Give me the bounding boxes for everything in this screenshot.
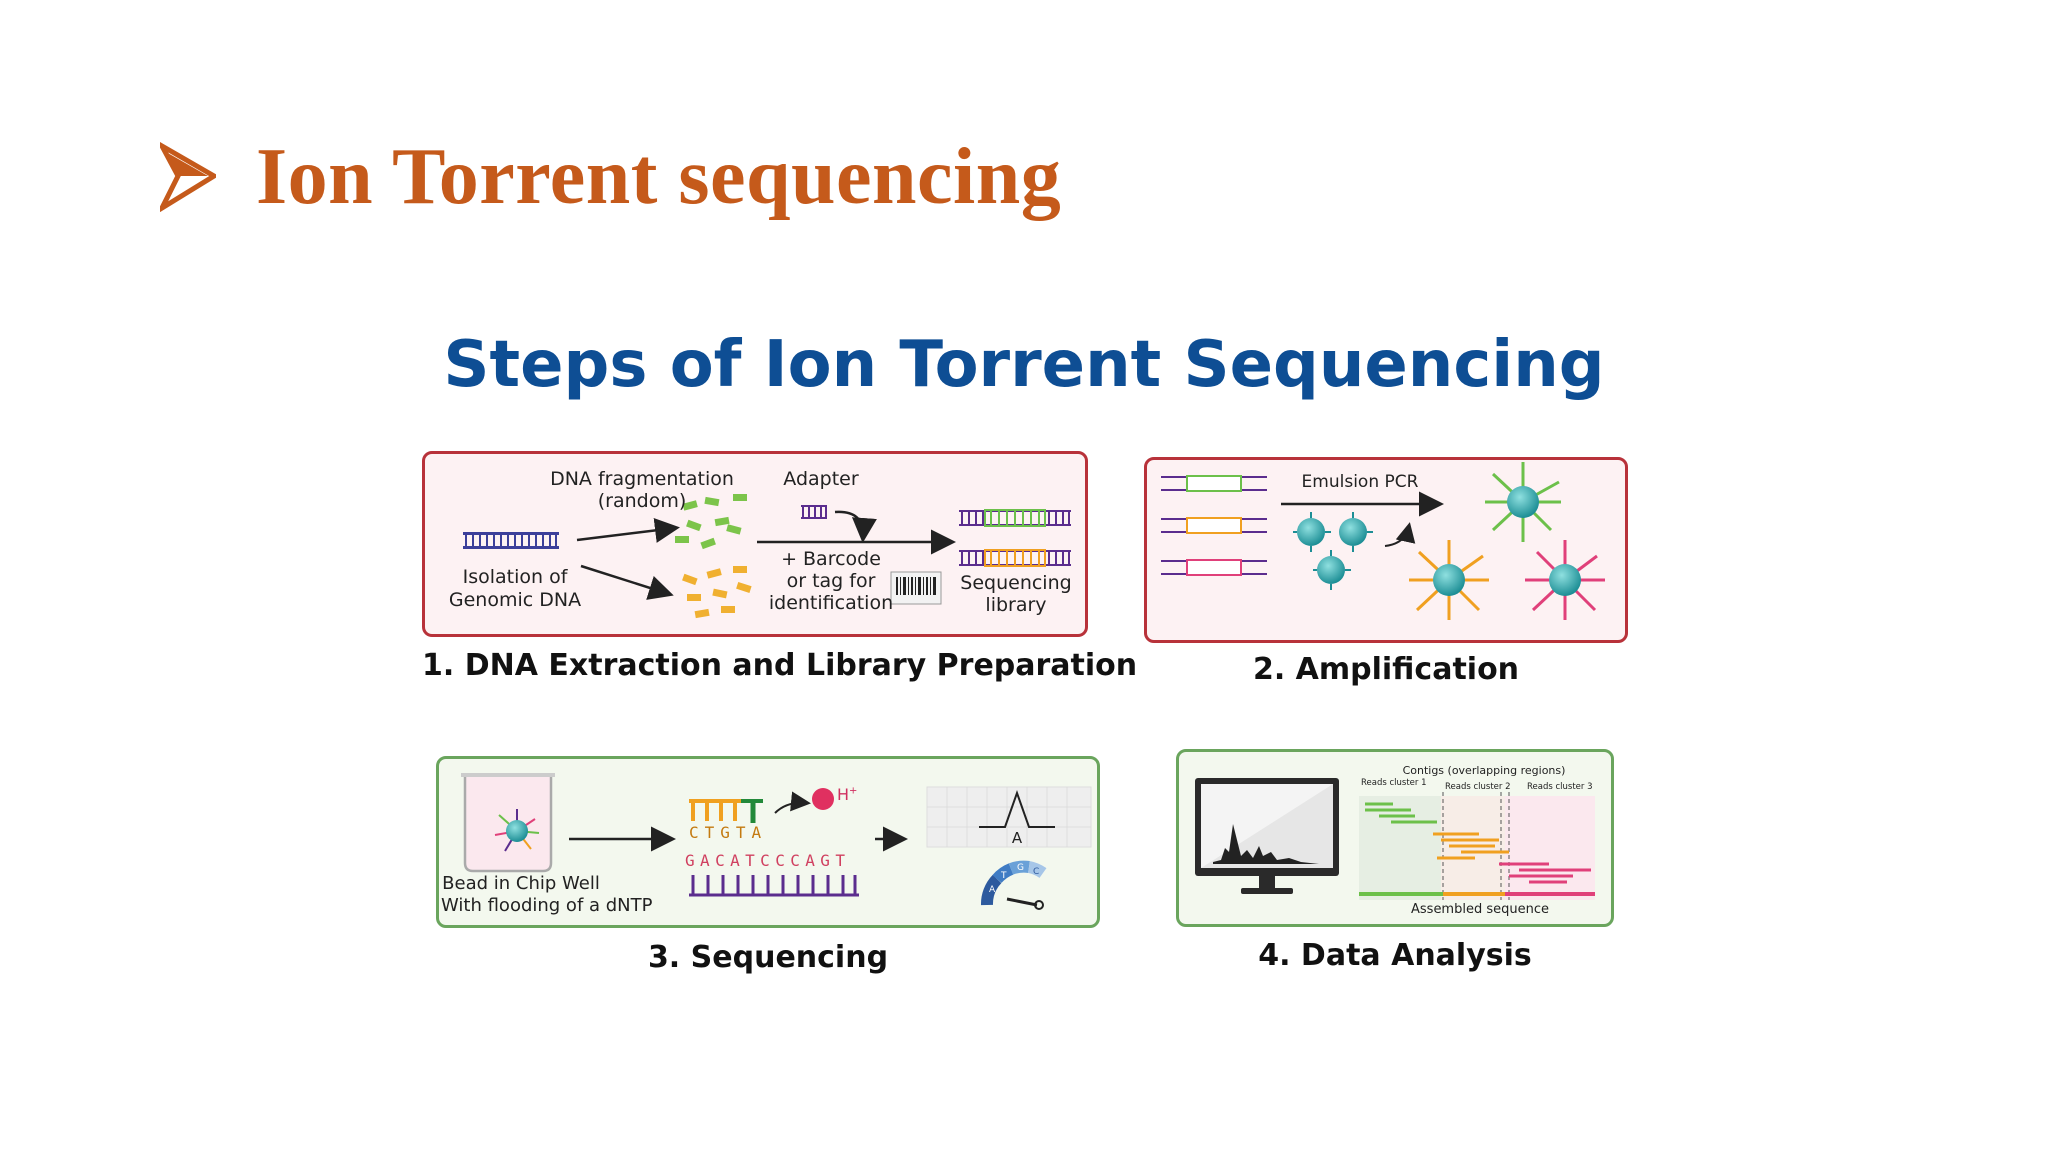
panel-data-analysis: Contigs (overlapping regions) Reads clus…	[1176, 749, 1614, 927]
sequencing-illustration	[461, 773, 1092, 910]
adapter-curve-arrow	[834, 510, 877, 543]
label-bead-line2: With flooding of a dNTP	[441, 895, 653, 916]
label-bead-line1: Bead in Chip Well	[442, 873, 600, 894]
library-strands	[1161, 475, 1267, 576]
bead-green	[1485, 462, 1561, 542]
signal-plot-icon	[926, 786, 1092, 848]
label-library-line1: Sequencing	[960, 572, 1072, 594]
label-emulsion-pcr: Emulsion PCR	[1301, 472, 1419, 492]
label-fragmentation-line2: (random)	[597, 490, 687, 512]
reads-cluster-2	[1433, 832, 1509, 860]
dna-fragments-green	[675, 494, 747, 550]
label-barcode-line1: + Barcode	[781, 548, 881, 570]
strand-sequence-top: CTGTA	[689, 823, 768, 842]
strand-sequence-bottom: GACATCCCAGT	[685, 851, 851, 870]
step-caption-1: 1. DNA Extraction and Library Preparatio…	[422, 648, 1138, 683]
label-barcode-line3: identification	[768, 592, 894, 614]
label-contigs: Contigs (overlapping regions)	[1402, 764, 1566, 777]
library-prep-illustration	[463, 494, 1071, 619]
gauge-label-c: C	[1033, 867, 1040, 877]
gauge-label-a: A	[989, 885, 996, 895]
label-barcode: + Barcode or tag for identification	[765, 548, 897, 614]
template-strand-icon	[689, 875, 859, 897]
label-bead-chip: Bead in Chip Well With flooding of a dNT…	[441, 873, 653, 917]
label-fragmentation-line1: DNA fragmentation	[550, 468, 734, 490]
label-adapter: Adapter	[783, 468, 859, 490]
panel-library-prep: DNA fragmentation (random) Adapter Isola…	[422, 451, 1088, 637]
arrow-to-fragments-top	[576, 518, 680, 543]
label-library: Sequencing library	[951, 572, 1081, 616]
genomic-dna-icon	[463, 532, 559, 549]
diagram-title: Steps of Ion Torrent Sequencing	[443, 328, 1605, 402]
gauge-label-g: G	[1017, 863, 1024, 873]
step-caption-3: 3. Sequencing	[647, 940, 889, 975]
label-library-line2: library	[985, 594, 1047, 616]
amplification-illustration	[1161, 462, 1605, 620]
label-cluster-3: Reads cluster 3	[1527, 782, 1593, 792]
proton-icon	[812, 788, 834, 810]
step-caption-4: 4. Data Analysis	[1258, 938, 1532, 973]
proton-release-arrow	[774, 791, 811, 814]
label-isolation-line2: Genomic DNA	[448, 589, 582, 611]
synthesis-strand-icon	[689, 799, 761, 821]
data-analysis-illustration	[1195, 778, 1595, 900]
label-isolation: Isolation of Genomic DNA	[435, 566, 595, 612]
proton-label-sup: +	[849, 785, 858, 797]
label-barcode-line2: or tag for	[786, 570, 876, 592]
slide-title-text: Ion Torrent sequencing	[256, 132, 1062, 221]
proton-label-h: H	[837, 785, 850, 804]
label-assembled: Assembled sequence	[1411, 902, 1549, 917]
bead-pink	[1525, 540, 1605, 620]
bead-orange	[1409, 540, 1489, 620]
gauge-icon	[981, 860, 1047, 910]
label-cluster-2: Reads cluster 2	[1445, 782, 1511, 792]
panel-amplification: Emulsion PCR	[1144, 457, 1628, 643]
arrow-to-fragments-bottom	[580, 564, 674, 600]
dna-fragments-orange	[682, 566, 752, 619]
sequencing-library-icon	[959, 509, 1071, 567]
reads-cluster-3	[1499, 862, 1591, 884]
barcode-icon	[890, 571, 942, 605]
arrowhead-bullet-icon	[160, 142, 216, 212]
chip-well-icon	[461, 773, 555, 873]
reads-cluster-1	[1365, 802, 1437, 824]
monitor-icon	[1195, 778, 1339, 894]
signal-peak-base: A	[1011, 829, 1023, 847]
label-isolation-line1: Isolation of	[462, 566, 568, 588]
panel-sequencing: Bead in Chip Well With flooding of a dNT…	[436, 756, 1100, 928]
contig-regions	[1359, 792, 1595, 900]
label-fragmentation: DNA fragmentation (random)	[547, 468, 737, 512]
slide-title: Ion Torrent sequencing	[160, 122, 1061, 232]
step-caption-2: 2. Amplification	[1252, 652, 1520, 687]
arrow-curve-bead	[1384, 522, 1416, 547]
adapter-icon	[801, 505, 827, 519]
small-beads	[1293, 512, 1373, 590]
gauge-label-t: T	[1001, 871, 1007, 881]
proton-label: H+	[837, 785, 857, 804]
label-cluster-1: Reads cluster 1	[1361, 778, 1427, 788]
